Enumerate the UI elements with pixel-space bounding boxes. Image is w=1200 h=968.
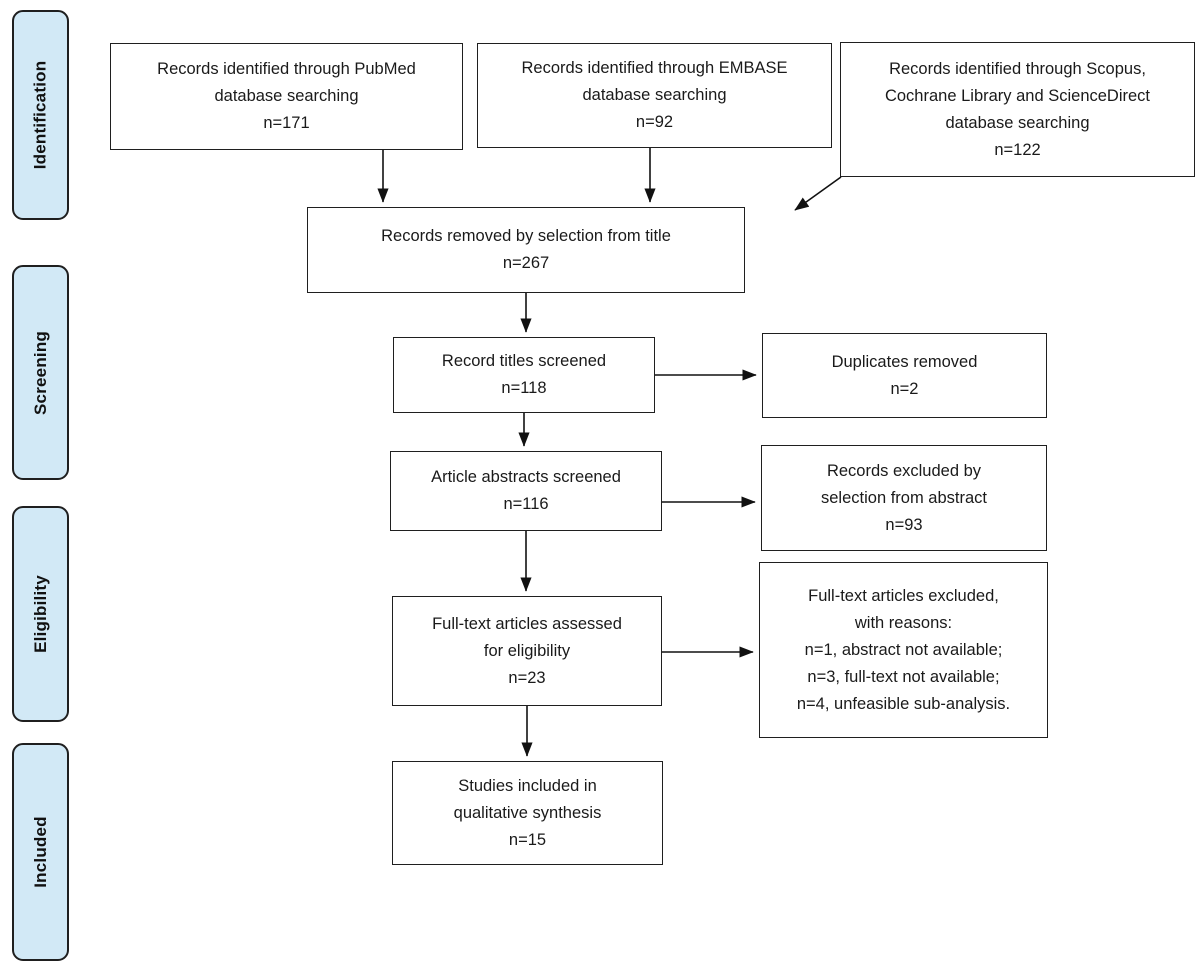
stage-included: Included [12,743,69,961]
node-abstracts-screened: Article abstracts screened n=116 [390,451,662,531]
arrow-scopus-to-removed [794,176,842,211]
node-records-removed-title: Records removed by selection from title … [307,207,745,293]
node-duplicates-removed: Duplicates removed n=2 [762,333,1047,418]
node-record-titles-screened: Record titles screened n=118 [393,337,655,413]
stage-identification: Identification [12,10,69,220]
node-records-pubmed: Records identified through PubMed databa… [110,43,463,150]
stage-eligibility: Eligibility [12,506,69,722]
stage-screening-label: Screening [30,330,50,415]
node-records-scopus: Records identified through Scopus, Cochr… [840,42,1195,177]
node-fulltext-assessed: Full-text articles assessed for eligibil… [392,596,662,706]
node-studies-included: Studies included in qualitative synthesi… [392,761,663,865]
node-records-embase: Records identified through EMBASE databa… [477,43,832,148]
node-records-excluded-abstract: Records excluded by selection from abstr… [761,445,1047,551]
stage-identification-label: Identification [30,60,50,170]
stage-eligibility-label: Eligibility [30,575,50,653]
node-fulltext-excluded: Full-text articles excluded, with reason… [759,562,1048,738]
stage-screening: Screening [12,265,69,480]
stage-included-label: Included [30,816,50,888]
